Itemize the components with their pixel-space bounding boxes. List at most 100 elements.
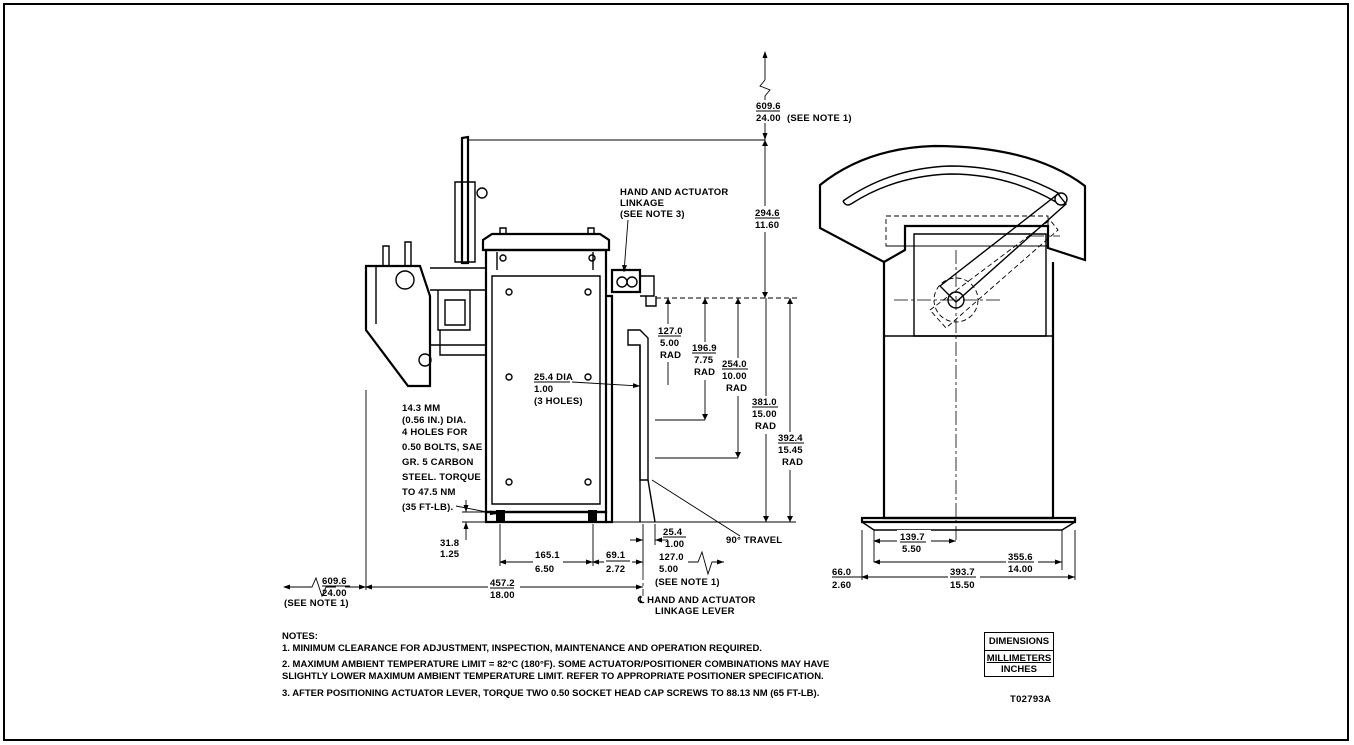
linkage-label-line2: LINKAGE	[620, 198, 664, 209]
svg-text:0.50 BOLTS, SAE: 0.50 BOLTS, SAE	[402, 442, 482, 453]
fitting-left	[382, 245, 390, 267]
linkage-lever	[627, 329, 649, 481]
dim-lever-offset-mm: 25.4	[663, 527, 683, 538]
legend-secondary-unit: INCHES	[1001, 664, 1037, 675]
front-view-actuator	[364, 135, 765, 524]
dim-right-clearance-mm: 127.0	[659, 552, 684, 563]
dim-overall-length-in: 18.00	[490, 590, 515, 601]
dim-dia-holes: (3 HOLES)	[534, 396, 583, 407]
break-symbol	[688, 550, 724, 576]
fitting-right	[404, 241, 412, 267]
dim-rad4-in: 15.00	[752, 409, 777, 420]
dim-side-d-in: 2.60	[832, 580, 851, 591]
dim-top-clearance-in: 24.00	[756, 113, 781, 124]
actuator-lever	[938, 193, 1067, 303]
notes-heading: NOTES:	[282, 631, 318, 642]
vertical-plate	[460, 135, 470, 265]
front-dimensions: 609.6 24.00 (SEE NOTE 1) 294.6 11.60 127…	[283, 51, 852, 617]
side-base	[860, 516, 1077, 524]
dim-lever-height-in: 11.60	[755, 220, 779, 231]
svg-text:(0.56 IN.) DIA.: (0.56 IN.) DIA.	[402, 415, 466, 426]
dim-bolt-lever-in: 2.72	[606, 564, 625, 575]
dim-base-height-in: 1.25	[440, 549, 460, 560]
dim-dia-in: 1.00	[534, 384, 553, 395]
travel-label: 90° TRAVEL	[726, 535, 782, 546]
break-symbol	[304, 576, 336, 598]
svg-text:14.3 MM: 14.3 MM	[402, 403, 440, 414]
dimensions-legend: DIMENSIONS MILLIMETERS INCHES	[984, 632, 1054, 677]
legend-title: DIMENSIONS	[985, 633, 1053, 651]
positioner-port	[395, 270, 415, 290]
bolt-note: 14.3 MM (0.56 IN.) DIA. 4 HOLES FOR 0.50…	[402, 403, 498, 516]
mount-bolt-left	[496, 510, 505, 522]
dim-rad1-rad: RAD	[660, 350, 681, 361]
dim-rad4-mm: 381.0	[752, 397, 777, 408]
bracket-plate	[454, 181, 476, 263]
note-2-cont: SLIGHTLY LOWER MAXIMUM AMBIENT TEMPERATU…	[282, 671, 824, 682]
dim-right-clearance-note: (SEE NOTE 1)	[655, 577, 720, 588]
cover-screw	[505, 373, 513, 381]
dim-base-height-mm: 31.8	[440, 538, 459, 549]
linkage-block	[610, 268, 642, 294]
drawing-id: T02793A	[1010, 694, 1052, 705]
linkage-label-line3: (SEE NOTE 3)	[620, 209, 685, 220]
dim-side-b-in: 14.00	[1008, 564, 1033, 575]
dim-overall-length-mm: 457.2	[490, 578, 515, 589]
dim-rad2-mm: 196.9	[692, 343, 717, 354]
dim-side-d-in-placeholder: 15.50	[950, 580, 975, 591]
dim-bolt-spacing-in: 6.50	[535, 564, 554, 575]
linkage-label-line1: HAND AND ACTUATOR	[620, 187, 728, 198]
dim-rad5-in: 15.45	[778, 445, 803, 456]
dim-right-clearance-in: 5.00	[659, 564, 678, 575]
positioner-plug	[418, 353, 432, 367]
dim-dia-mm: 25.4 DIA	[534, 372, 573, 383]
dim-rad3-rad: RAD	[726, 383, 747, 394]
svg-text:4 HOLES FOR: 4 HOLES FOR	[402, 427, 468, 438]
cover-screw	[584, 373, 592, 381]
svg-text:STEEL. TORQUE: STEEL. TORQUE	[402, 472, 481, 483]
dim-bolt-spacing-mm: 165.1	[535, 550, 560, 561]
dim-rad3-in: 10.00	[722, 371, 747, 382]
break-symbol	[759, 79, 771, 100]
dim-rad2-in: 7.75	[694, 355, 714, 366]
dim-rad1-in: 5.00	[660, 338, 679, 349]
note-1: 1. MINIMUM CLEARANCE FOR ADJUSTMENT, INS…	[282, 643, 762, 654]
mount-bolt-right	[588, 510, 597, 522]
dim-rad5-rad: RAD	[782, 457, 803, 468]
enclosure-cap	[481, 232, 611, 252]
dim-bolt-lever-mm: 69.1	[606, 550, 626, 561]
note-3: 3. AFTER POSITIONING ACTUATOR LEVER, TOR…	[282, 688, 819, 699]
svg-text:(35 FT-LB).: (35 FT-LB).	[402, 502, 453, 513]
svg-text:GR. 5 CARBON: GR. 5 CARBON	[402, 457, 474, 468]
note-2: 2. MAXIMUM AMBIENT TEMPERATURE LIMIT = 8…	[282, 659, 829, 670]
dim-left-clearance-note: (SEE NOTE 1)	[284, 598, 349, 609]
legend-primary-unit: MILLIMETERS	[986, 653, 1052, 664]
dim-rad2-rad: RAD	[694, 367, 715, 378]
cover-screw	[505, 478, 513, 486]
centerline-label-line1: ℄ HAND AND ACTUATOR	[637, 595, 756, 606]
dim-side-a-mm: 139.7	[900, 532, 925, 543]
dim-side-c-mm: 393.7	[950, 567, 975, 578]
cover-screw	[584, 288, 592, 296]
travel-slot-outer	[842, 165, 1061, 202]
dim-rad4-rad: RAD	[755, 421, 776, 432]
enclosure-cover	[491, 275, 601, 505]
lever-pin	[1054, 192, 1068, 206]
side-view-actuator: 139.7 5.50 355.6 14.00 393.7 15.50 66.0 …	[818, 144, 1087, 591]
dim-side-b-mm: 355.6	[1008, 552, 1033, 563]
dim-rad1-mm: 127.0	[658, 326, 683, 337]
svg-text:TO 47.5 NM: TO 47.5 NM	[402, 487, 456, 498]
notes-block: NOTES: 1. MINIMUM CLEARANCE FOR ADJUSTME…	[282, 631, 829, 699]
dim-rad5-mm: 392.4	[778, 433, 803, 444]
cover-screw	[505, 288, 513, 296]
dim-lever-offset-in: 1.00	[665, 539, 684, 550]
bracket-bolt	[476, 187, 488, 199]
drawing-frame	[3, 3, 1349, 741]
side-panel	[913, 233, 1047, 337]
dim-left-clearance-mm: 609.6	[322, 576, 347, 587]
dim-top-clearance-note: (SEE NOTE 1)	[787, 113, 852, 124]
dim-rad3-mm: 254.0	[722, 359, 747, 370]
sector-housing	[818, 144, 1087, 264]
dim-top-clearance-mm: 609.6	[756, 101, 781, 112]
dim-side-d-mm: 66.0	[832, 567, 851, 578]
